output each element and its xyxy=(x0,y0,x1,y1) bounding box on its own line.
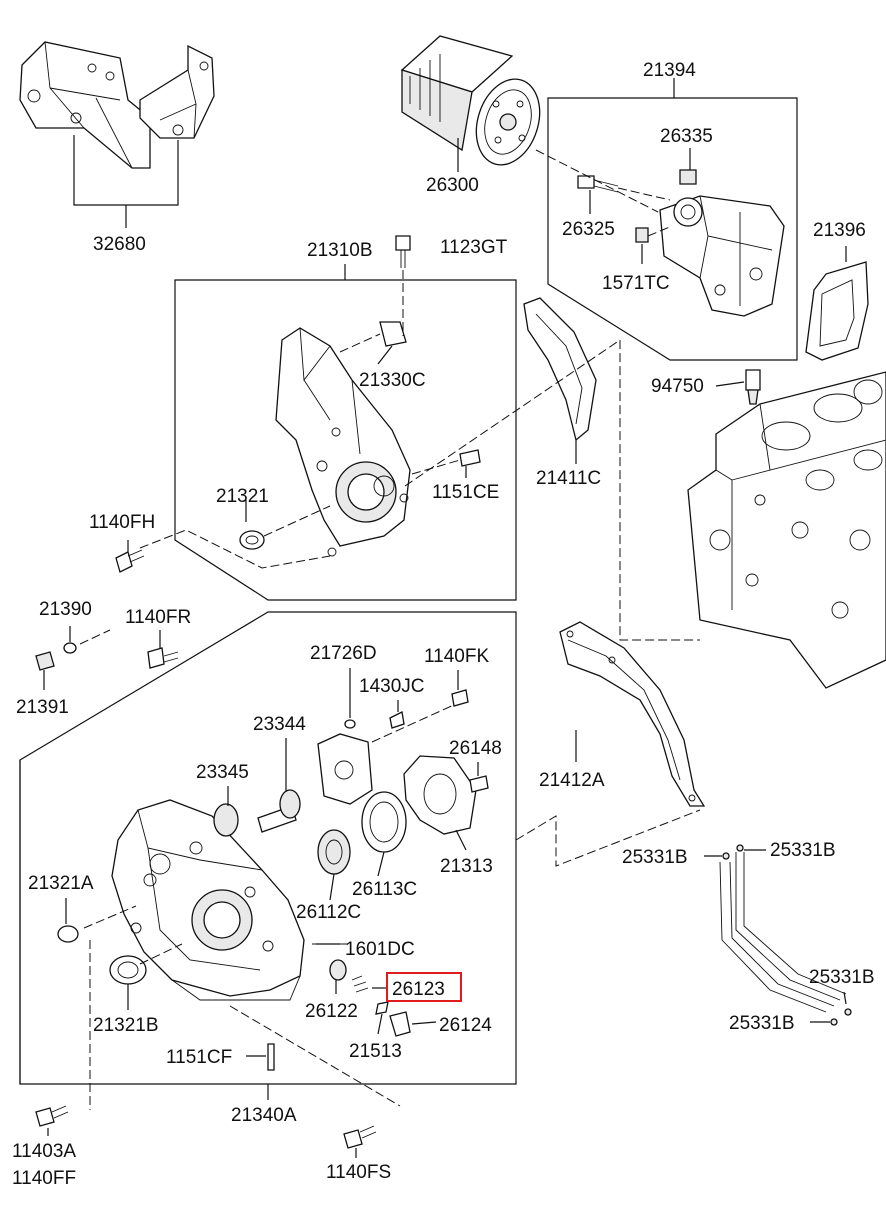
label-25331B-top-right: 25331B xyxy=(770,840,836,861)
label-1571TC: 1571TC xyxy=(602,273,670,294)
label-21396: 21396 xyxy=(813,220,866,241)
timing-cover-group xyxy=(115,235,517,601)
label-26325: 26325 xyxy=(562,219,615,240)
label-26335: 26335 xyxy=(660,126,713,147)
label-1601DC: 1601DC xyxy=(345,939,415,960)
label-26124: 26124 xyxy=(439,1015,492,1036)
oil-filter xyxy=(400,35,541,168)
part-labels: 32680 26300 21394 26335 26325 1571TC 213… xyxy=(12,60,875,1189)
label-26113C: 26113C xyxy=(352,879,417,900)
timing-cover-gasket xyxy=(523,297,597,442)
label-21321A: 21321A xyxy=(28,873,94,894)
gasket-alignment-line xyxy=(404,339,700,641)
label-21390: 21390 xyxy=(39,599,92,620)
label-21321B: 21321B xyxy=(93,1015,159,1036)
label-1140FH: 1140FH xyxy=(89,512,155,533)
label-21412A: 21412A xyxy=(539,770,605,791)
temperature-sensor xyxy=(715,369,761,405)
front-cover-group xyxy=(19,611,517,1110)
label-94750: 94750 xyxy=(651,376,704,397)
label-1151CE: 1151CE xyxy=(432,482,499,503)
label-23345: 23345 xyxy=(196,762,249,783)
highlight-box xyxy=(386,972,462,1002)
block-alignment-line xyxy=(515,809,701,867)
label-25331B-top-left: 25331B xyxy=(622,847,688,868)
oil-filter-gasket xyxy=(805,246,869,361)
oil-filter-housing-group xyxy=(535,78,798,361)
label-26123[interactable]: 26123 xyxy=(392,979,445,1000)
label-21321: 21321 xyxy=(216,486,269,507)
engine-mount-bracket xyxy=(19,41,215,169)
label-26122: 26122 xyxy=(305,1001,358,1022)
label-23344: 23344 xyxy=(253,714,306,735)
cylinder-block xyxy=(687,371,886,689)
leader-32680 xyxy=(73,135,179,228)
label-21391: 21391 xyxy=(16,697,69,718)
label-1140FF: 1140FF xyxy=(12,1168,76,1189)
label-21394: 21394 xyxy=(643,60,696,81)
label-26148: 26148 xyxy=(449,738,502,759)
label-1430JC: 1430JC xyxy=(359,676,425,697)
oil-pump-gasket xyxy=(559,621,706,807)
label-1140FS: 1140FS xyxy=(326,1162,391,1183)
label-25331B-bottom-right: 25331B xyxy=(809,967,875,988)
mounting-bolts xyxy=(35,1084,377,1149)
label-21340A: 21340A xyxy=(231,1105,297,1126)
label-1123GT: 1123GT xyxy=(440,237,508,258)
label-leaders xyxy=(43,148,847,1158)
label-21310B: 21310B xyxy=(307,240,373,261)
label-11403A: 11403A xyxy=(12,1141,76,1162)
label-25331B-bottom-left: 25331B xyxy=(729,1013,795,1034)
label-21513: 21513 xyxy=(349,1041,402,1062)
label-21313: 21313 xyxy=(440,856,493,877)
label-32680: 32680 xyxy=(93,234,146,255)
label-26300: 26300 xyxy=(426,175,479,196)
label-1140FK: 1140FK xyxy=(424,646,489,667)
highlighted-part-26123[interactable]: 26123 xyxy=(386,972,462,1002)
label-1151CF: 1151CF xyxy=(166,1047,232,1068)
label-1140FR: 1140FR xyxy=(125,607,191,628)
label-21726D: 21726D xyxy=(310,643,377,664)
label-21330C: 21330C xyxy=(359,370,426,391)
label-21411C: 21411C xyxy=(536,468,601,489)
oil-hoses xyxy=(719,844,852,1026)
plug-and-washer xyxy=(35,629,179,671)
label-26112C: 26112C xyxy=(296,902,361,923)
